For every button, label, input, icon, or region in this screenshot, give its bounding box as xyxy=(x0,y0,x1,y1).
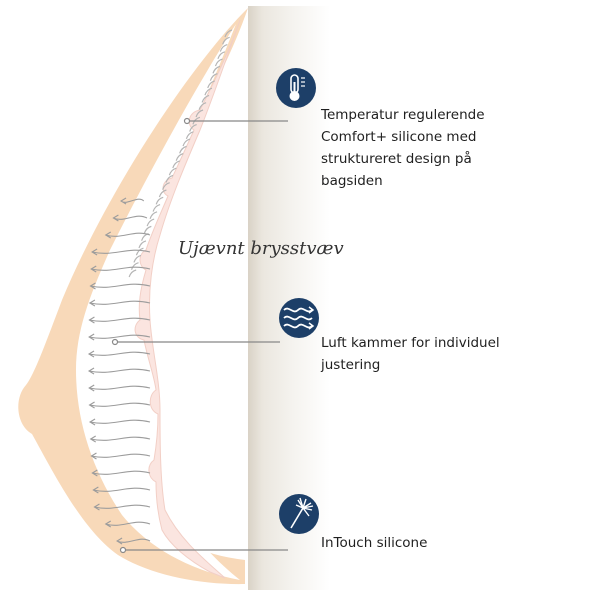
stitch-mark xyxy=(198,102,207,110)
breast-tissue-area xyxy=(248,6,330,590)
air-arrow xyxy=(89,435,151,443)
stitch-mark xyxy=(155,196,164,205)
stitch-mark xyxy=(195,109,204,118)
air-arrow xyxy=(91,469,151,477)
air-arrow xyxy=(112,214,148,222)
stitch-mark xyxy=(135,247,144,256)
stitch-mark xyxy=(172,160,180,169)
air-flow-arrows xyxy=(87,197,151,545)
air-waves-icon xyxy=(279,298,319,338)
stitch-mark xyxy=(158,189,167,198)
air-arrow xyxy=(90,265,151,273)
tissue-label: Ujævnt brysstvæv xyxy=(178,238,344,259)
air-arrow xyxy=(89,282,151,290)
air-arrow xyxy=(87,367,151,375)
air-arrow xyxy=(116,537,151,545)
air-arrow xyxy=(91,248,151,256)
feather-icon xyxy=(279,494,319,534)
stitch-mark xyxy=(149,211,158,220)
stitch-mark xyxy=(133,254,142,263)
stitch-mark xyxy=(222,36,230,45)
air-arrow xyxy=(88,316,151,324)
stitch-mark xyxy=(185,131,194,140)
air-arrow xyxy=(104,231,151,239)
leader-lines xyxy=(111,117,288,554)
air-arrow xyxy=(92,486,151,494)
stitch-mark xyxy=(168,167,177,176)
air-arrow xyxy=(88,333,151,341)
stitch-mark xyxy=(192,116,201,125)
stitch-mark xyxy=(217,51,226,60)
feature-text-air-chamber: Luft kammer for individuel justering xyxy=(321,335,500,373)
stitch-mark xyxy=(130,262,139,270)
stitch-mark xyxy=(138,240,147,249)
comfort-silicone-layer xyxy=(134,19,241,579)
stitch-mark xyxy=(182,138,191,147)
stitch-mark xyxy=(175,153,184,161)
stitch-mark xyxy=(165,174,174,183)
stitch-mark xyxy=(207,80,215,89)
structured-texture xyxy=(128,29,233,278)
leader-dot-intouch xyxy=(119,546,127,554)
air-arrow xyxy=(88,401,151,409)
air-arrow xyxy=(88,299,151,307)
air-chamber xyxy=(76,24,240,580)
stitch-mark xyxy=(219,43,228,52)
stitch-mark xyxy=(128,269,137,278)
leader-dot-air-chamber xyxy=(111,338,119,346)
stitch-mark xyxy=(201,94,210,103)
stitch-mark xyxy=(143,225,152,234)
stitch-mark xyxy=(224,29,233,38)
feature-text-temperature: Temperatur regulerende Comfort+ silicone… xyxy=(321,107,485,189)
stitch-mark xyxy=(209,73,218,81)
stitch-mark xyxy=(189,123,197,132)
stitch-mark xyxy=(152,203,161,212)
outer-silicone-shell xyxy=(18,8,249,585)
air-arrow xyxy=(87,350,151,358)
leader-dot-temperature xyxy=(183,117,191,125)
stitch-mark xyxy=(146,218,155,227)
air-arrow xyxy=(93,503,151,511)
feature-text-intouch: InTouch silicone xyxy=(321,535,428,551)
thermometer-icon xyxy=(276,68,316,108)
stitch-mark xyxy=(204,87,213,96)
stitch-mark xyxy=(162,182,170,190)
stitch-mark xyxy=(214,58,223,67)
air-arrow xyxy=(104,520,151,528)
air-arrow xyxy=(88,384,151,392)
stitch-mark xyxy=(212,65,221,74)
air-arrow xyxy=(88,418,151,426)
air-arrow xyxy=(90,452,151,460)
air-arrow xyxy=(119,197,145,205)
stitch-mark xyxy=(179,145,187,154)
